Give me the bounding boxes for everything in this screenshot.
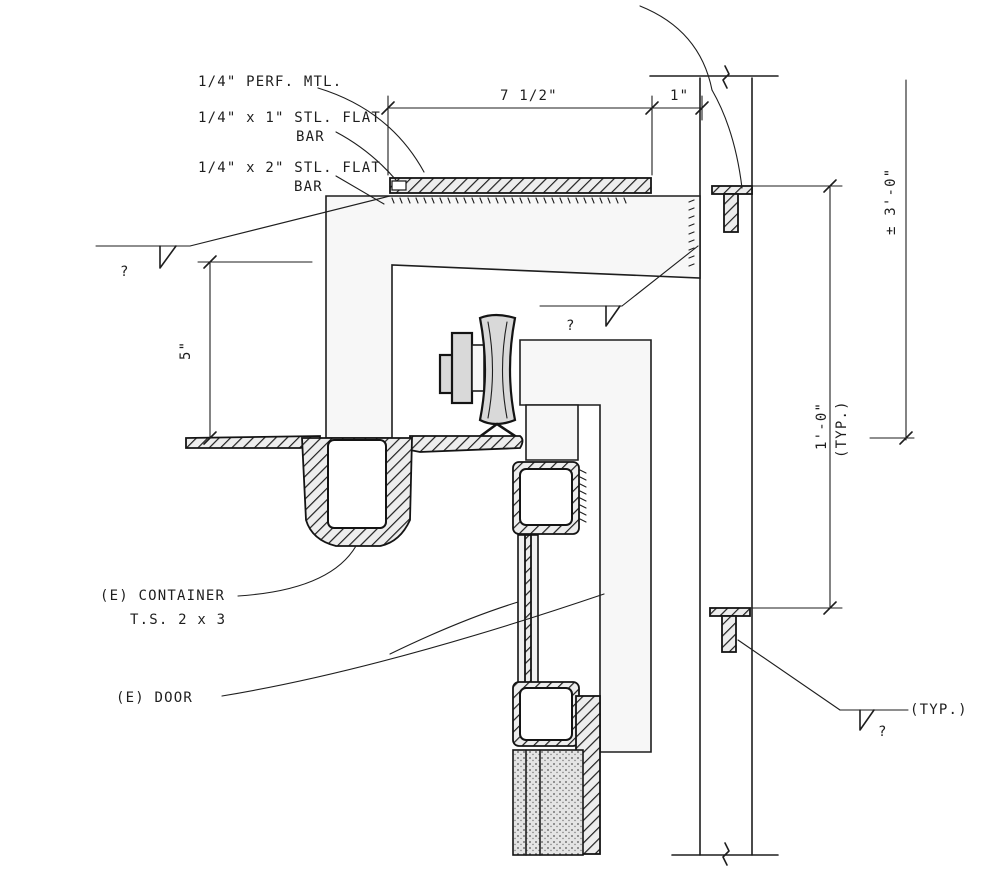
door-stile	[512, 461, 601, 856]
label-flat-bar-1-line1: 1/4" x 1" STL. FLAT	[198, 110, 381, 126]
dimension-text-1: 1"	[670, 88, 689, 104]
track-roller-wheel	[438, 313, 519, 440]
wall-column	[639, 5, 779, 866]
leader-door-2	[389, 601, 519, 655]
label-flat-bar-2-line1: 1/4" x 2" STL. FLAT	[198, 160, 381, 176]
wall-tee-upper	[711, 185, 753, 233]
leader-tee	[711, 89, 743, 189]
weld-symbol-left: ?	[120, 264, 130, 280]
dimension-1-0-typ: 1'-0" (TYP.)	[739, 179, 850, 615]
perforated-metal-plate	[389, 177, 652, 194]
dimension-text-7-5: 7 1/2"	[500, 88, 558, 104]
leader-container	[237, 545, 357, 597]
leader-perf-mtl	[317, 87, 425, 173]
label-typ-right: (TYP.)	[910, 702, 968, 718]
dimension-text-typ: (TYP.)	[834, 400, 850, 458]
dimension-text-3-0: ± 3'-0"	[883, 168, 899, 235]
weld-leader-right: ?	[737, 639, 909, 740]
label-container-line2: T.S. 2 x 3	[130, 612, 226, 628]
weld-leader-mid: ?	[539, 245, 699, 334]
dimension-1-inch: 1"	[651, 88, 709, 121]
label-door: (E) DOOR	[116, 690, 193, 706]
label-flat-bar-1-line2: BAR	[296, 129, 325, 145]
weld-symbol-mid: ?	[566, 318, 576, 334]
weld-symbol-right: ?	[878, 724, 888, 740]
weld-leader-left: ?	[95, 195, 391, 280]
wall-tee-lower	[709, 607, 751, 653]
dimension-text-1-0: 1'-0"	[814, 402, 830, 450]
dimension-3-0: ± 3'-0"	[869, 79, 915, 445]
dimension-7-5: 7 1/2"	[381, 88, 659, 176]
label-perf-mtl: 1/4" PERF. MTL.	[198, 74, 342, 90]
label-container-line1: (E) CONTAINER	[100, 588, 225, 604]
leader-flat-bar-2	[335, 175, 385, 205]
dimension-5-inch: 5"	[178, 255, 313, 445]
label-flat-bar-2-line2: BAR	[294, 179, 323, 195]
leader-door-1	[221, 593, 605, 697]
leader-flat-bar-1	[335, 131, 397, 181]
track-beam	[185, 435, 524, 547]
dimension-text-5: 5"	[178, 341, 194, 360]
